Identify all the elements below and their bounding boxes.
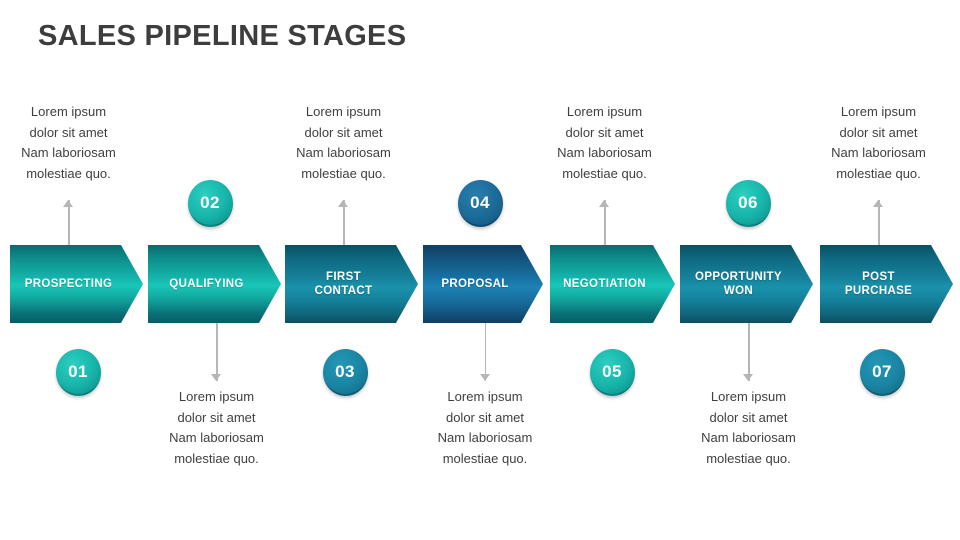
description-line: dolor sit amet	[29, 124, 108, 140]
description-line: molestiae quo.	[706, 450, 791, 466]
connector-arrow-03	[338, 200, 349, 245]
stage-number-badge-01[interactable]: 01	[55, 349, 101, 396]
description-line: Nam laboriosam	[831, 145, 926, 160]
stage-label-line: FIRST	[326, 270, 361, 283]
connector-line	[484, 323, 486, 381]
pipeline-stage-07[interactable]: POST PURCHASE	[820, 245, 953, 323]
stage-label-line: PROSPECTING	[24, 277, 113, 290]
connector-line	[878, 200, 880, 245]
description-line: dolor sit amet	[839, 124, 918, 140]
stage-label: FIRST CONTACT	[315, 270, 373, 298]
description-line: Lorem ipsum	[305, 104, 382, 119]
description-line: dolor sit amet	[177, 409, 256, 425]
description-line: Nam laboriosam	[296, 145, 391, 160]
connector-line	[343, 200, 345, 245]
arrow-head-icon	[338, 200, 348, 207]
stage-number: 05	[602, 361, 622, 381]
description-line: Lorem ipsum	[566, 104, 643, 119]
arrow-head-icon	[479, 374, 490, 381]
connector-line	[216, 323, 218, 381]
stage-label-line: PURCHASE	[844, 285, 913, 297]
stage-label-line: POST	[862, 270, 895, 283]
description-line: molestiae quo.	[174, 450, 259, 466]
stage-number: 06	[738, 192, 758, 212]
description-line: molestiae quo.	[26, 165, 111, 181]
pipeline-stage-06[interactable]: OPPORTUNITY WON	[680, 245, 813, 323]
stage-number-badge-04[interactable]: 04	[457, 180, 503, 227]
stage-label-line: QUALIFYING	[169, 277, 244, 290]
description-line: dolor sit amet	[445, 409, 525, 425]
description-line: Lorem ipsum	[447, 389, 523, 404]
connector-line	[68, 200, 70, 245]
description-line: molestiae quo.	[442, 450, 528, 466]
description-line: molestiae quo.	[836, 165, 921, 181]
stage-label: NEGOTIATION	[563, 277, 646, 291]
description-line: Nam laboriosam	[169, 430, 264, 445]
connector-line	[748, 323, 750, 381]
stage-label: OPPORTUNITY WON	[695, 270, 782, 298]
stage-number: 02	[200, 192, 220, 212]
arrow-head-icon	[63, 200, 73, 207]
stage-number: 01	[68, 361, 88, 381]
description-line: dolor sit amet	[304, 124, 383, 140]
description-line: Nam laboriosam	[437, 430, 533, 445]
arrow-head-icon	[873, 200, 883, 207]
arrow-head-icon	[211, 374, 221, 381]
description-line: molestiae quo.	[562, 165, 647, 181]
description-line: Lorem ipsum	[178, 389, 255, 404]
description-line: dolor sit amet	[709, 409, 788, 425]
stage-number: 07	[872, 361, 892, 381]
arrow-head-icon	[743, 374, 753, 381]
connector-arrow-04	[479, 323, 491, 381]
connector-arrow-05	[599, 200, 610, 245]
connector-arrow-07	[873, 200, 884, 245]
stage-label: QUALIFYING	[169, 277, 243, 291]
stage-label-line: PROPOSAL	[441, 277, 509, 290]
stage-label: PROPOSAL	[441, 277, 508, 291]
description-line: dolor sit amet	[565, 124, 644, 140]
stage-number-badge-05[interactable]: 05	[589, 349, 635, 396]
arrow-head-icon	[599, 200, 609, 207]
description-line: Lorem ipsum	[840, 104, 917, 119]
stage-number: 03	[335, 361, 355, 381]
connector-line	[604, 200, 606, 245]
stage-label-line: NEGOTIATION	[563, 277, 646, 290]
stage-number-badge-06[interactable]: 06	[725, 180, 771, 227]
stage-number-badge-07[interactable]: 07	[859, 349, 905, 396]
stage-number-badge-03[interactable]: 03	[322, 349, 368, 396]
pipeline-stage-02[interactable]: QUALIFYING	[148, 245, 281, 323]
pipeline-stage-05[interactable]: NEGOTIATION	[550, 245, 675, 323]
pipeline-stage-03[interactable]: FIRST CONTACT	[285, 245, 418, 323]
stage-number: 04	[470, 192, 490, 212]
description-line: Nam laboriosam	[21, 145, 116, 160]
connector-arrow-01	[63, 200, 74, 245]
connector-arrow-06	[743, 323, 754, 381]
stage-label: POST PURCHASE	[845, 270, 912, 298]
description-line: Lorem ipsum	[710, 389, 787, 404]
stage-label-line: CONTACT	[314, 285, 373, 297]
pipeline-stage-01[interactable]: PROSPECTING	[10, 245, 143, 323]
page-title: SALES PIPELINE STAGES	[38, 20, 407, 52]
stage-label-line: OPPORTUNITY	[695, 270, 782, 283]
description-line: Lorem ipsum	[30, 104, 107, 119]
description-line: Nam laboriosam	[701, 430, 796, 445]
stage-label: PROSPECTING	[25, 277, 113, 291]
connector-arrow-02	[211, 323, 222, 381]
description-line: Nam laboriosam	[557, 145, 652, 160]
pipeline-stage-04[interactable]: PROPOSAL	[423, 245, 543, 323]
stage-number-badge-02[interactable]: 02	[187, 180, 233, 227]
stage-label-line: WON	[723, 285, 754, 297]
description-line: molestiae quo.	[301, 165, 386, 181]
